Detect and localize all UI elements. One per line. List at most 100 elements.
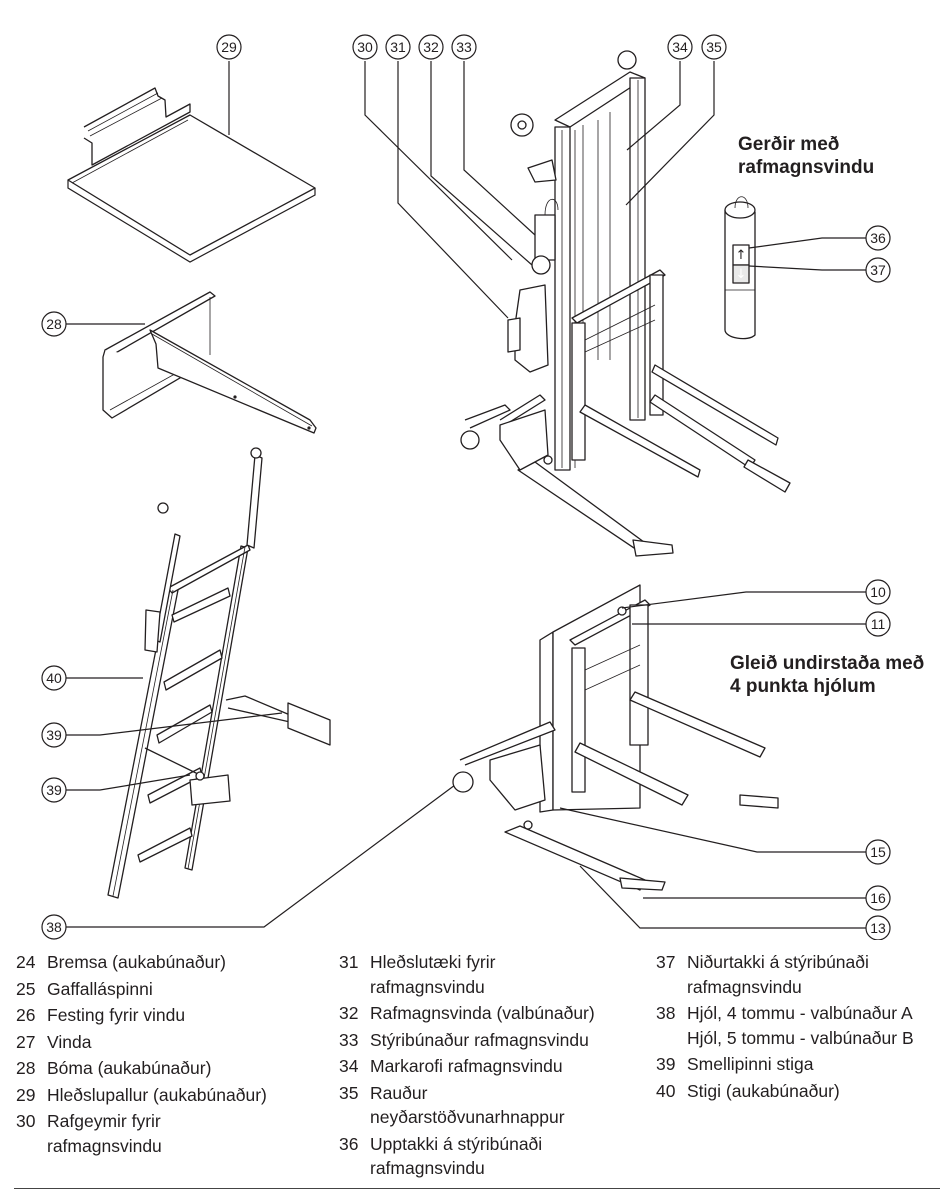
legend-item-number: 25 <box>16 978 36 999</box>
callout-35: 35 <box>625 34 727 206</box>
bottom-divider <box>14 1188 940 1189</box>
callout-36: 36 <box>748 225 891 251</box>
parts-legend-column-1: 24 Bremsa (aukabúnaður) 25 Gaffalláspinni 26… <box>16 950 267 1160</box>
legend-item-number: 40 <box>656 1080 676 1101</box>
legend-item-number: 29 <box>16 1084 36 1105</box>
parts-legend-column-3: 37 Niðurtakki á stýribúnaði rafmagnsvindu… <box>656 950 914 1105</box>
legend-item-number: 39 <box>656 1054 676 1074</box>
legend-item-text: Bremsa (aukabúnaður) <box>47 952 226 972</box>
load-platform-drawing <box>67 87 316 263</box>
legend-item: 30 Rafgeymir fyrir rafmagnsvindu <box>16 1109 267 1158</box>
svg-text:36: 36 <box>870 230 886 246</box>
callout-30: 30 <box>352 34 513 261</box>
legend-item-number: 35 <box>339 1082 359 1103</box>
legend-item-text: Rafmagnsvinda (valbúnaður) <box>370 1003 595 1023</box>
legend-item-number: 32 <box>339 1003 359 1023</box>
glide-base-heading: Gleið undirstaða með 4 punkta hjólum <box>730 653 925 697</box>
legend-item-number: 24 <box>16 952 36 972</box>
svg-text:13: 13 <box>870 920 886 936</box>
legend-item: 24 Bremsa (aukabúnaður) <box>16 950 267 975</box>
legend-item: 33 Stýribúnaður rafmagnsvindu <box>339 1028 595 1053</box>
svg-text:34: 34 <box>672 39 688 55</box>
legend-item-text: Vinda <box>47 1031 92 1052</box>
legend-item-text: Hjól, 4 tommu - valbúnaður A Hjól, 5 tom… <box>687 1003 914 1048</box>
legend-item-text: Rafgeymir fyrir rafmagnsvindu <box>47 1111 162 1156</box>
glide-base-lift-drawing <box>452 584 779 891</box>
ladder-drawing <box>107 447 331 899</box>
legend-item-text: Stýribúnaður rafmagnsvindu <box>370 1029 589 1050</box>
legend-item-number: 38 <box>656 1003 676 1023</box>
legend-item: 25 Gaffalláspinni <box>16 977 267 1002</box>
legend-item-text: Rauður neyðarstöðvunarhnappur <box>370 1082 565 1128</box>
down-arrow-icon: ↓ <box>736 267 747 282</box>
svg-text:16: 16 <box>870 890 886 906</box>
legend-item: 27 Vinda <box>16 1030 267 1055</box>
svg-text:32: 32 <box>423 39 439 55</box>
callout-40: 40 <box>41 665 143 691</box>
callout-31: 31 <box>385 34 509 319</box>
svg-text:11: 11 <box>871 616 886 632</box>
legend-item: 31 Hleðslutæki fyrir rafmagnsvindu <box>339 950 595 999</box>
legend-item: 32 Rafmagnsvinda (valbúnaður) <box>339 1001 595 1026</box>
callout-33: 33 <box>451 34 536 236</box>
legend-item-number: 27 <box>16 1031 36 1052</box>
legend-item: 40 Stigi (aukabúnaður) <box>656 1079 914 1104</box>
svg-text:35: 35 <box>706 39 722 55</box>
svg-text:37: 37 <box>870 262 886 278</box>
legend-item-text: Upptakki á stýribúnaði rafmagnsvindu <box>370 1133 543 1179</box>
svg-text:10: 10 <box>870 584 886 600</box>
callout-13: 13 <box>579 865 891 940</box>
legend-item-text: Gaffalláspinni <box>47 978 153 999</box>
boom-drawing <box>102 291 317 434</box>
callout-34: 34 <box>626 34 693 151</box>
legend-item: 38 Hjól, 4 tommu - valbúnaður A Hjól, 5 t… <box>656 1001 914 1050</box>
legend-item-text: Niðurtakki á stýribúnaði rafmagnsvindu <box>687 952 869 997</box>
callout-37: 37 <box>748 257 891 283</box>
callout-32: 32 <box>418 34 533 266</box>
winch-controller-drawing: ↑ ↓ <box>724 196 756 340</box>
svg-text:39: 39 <box>46 782 62 798</box>
callout-29: 29 <box>216 34 242 135</box>
legend-item: 34 Markarofi rafmagnsvindu <box>339 1054 595 1079</box>
electric-winch-models-heading: Gerðir með rafmagnsvindu <box>738 134 875 178</box>
legend-item-number: 28 <box>16 1058 36 1078</box>
legend-item-text: Stigi (aukabúnaður) <box>687 1080 840 1101</box>
legend-item-number: 36 <box>339 1133 359 1154</box>
legend-item-text: Smellipinni stiga <box>687 1054 814 1074</box>
parts-legend-column-2: 31 Hleðslutæki fyrir rafmagnsvindu 32 Rafma… <box>339 950 595 1183</box>
callout-11: 11 <box>632 611 891 637</box>
legend-item: 36 Upptakki á stýribúnaði rafmagnsvindu <box>339 1132 595 1181</box>
svg-text:30: 30 <box>357 39 373 55</box>
svg-text:29: 29 <box>221 39 237 55</box>
up-arrow-icon: ↑ <box>736 248 747 263</box>
legend-item-number: 30 <box>16 1111 36 1131</box>
callout-28: 28 <box>41 311 145 337</box>
legend-item-number: 26 <box>16 1005 36 1025</box>
legend-item: 39 Smellipinni stiga <box>656 1052 914 1077</box>
svg-text:39: 39 <box>46 727 62 743</box>
callout-10: 10 <box>621 579 891 609</box>
lift-with-electric-winch-drawing <box>460 50 791 557</box>
exploded-parts-diagram: 29 28 <box>41 34 891 940</box>
callout-16: 16 <box>643 885 891 911</box>
svg-text:40: 40 <box>46 670 62 686</box>
legend-item-text: Hleðslupallur (aukabúnaður) <box>47 1084 267 1105</box>
legend-item-text: Markarofi rafmagnsvindu <box>370 1056 563 1076</box>
legend-item-number: 37 <box>656 952 676 972</box>
legend-item-text: Hleðslutæki fyrir rafmagnsvindu <box>370 952 496 997</box>
svg-text:31: 31 <box>390 39 406 55</box>
callout-39-lower: 39 <box>41 774 191 803</box>
legend-item: 37 Niðurtakki á stýribúnaði rafmagnsvindu <box>656 950 914 999</box>
legend-item-text: Festing fyrir vindu <box>47 1005 186 1025</box>
legend-item-number: 34 <box>339 1056 359 1076</box>
svg-text:33: 33 <box>456 39 472 55</box>
legend-item: 35 Rauður neyðarstöðvunarhnappur <box>339 1081 595 1130</box>
svg-text:38: 38 <box>46 919 62 935</box>
legend-item: 26 Festing fyrir vindu <box>16 1003 267 1028</box>
legend-item-number: 31 <box>339 952 359 972</box>
legend-item-number: 33 <box>339 1029 359 1050</box>
callout-15: 15 <box>559 807 891 865</box>
callout-39-upper: 39 <box>41 712 283 748</box>
svg-text:28: 28 <box>46 316 62 332</box>
